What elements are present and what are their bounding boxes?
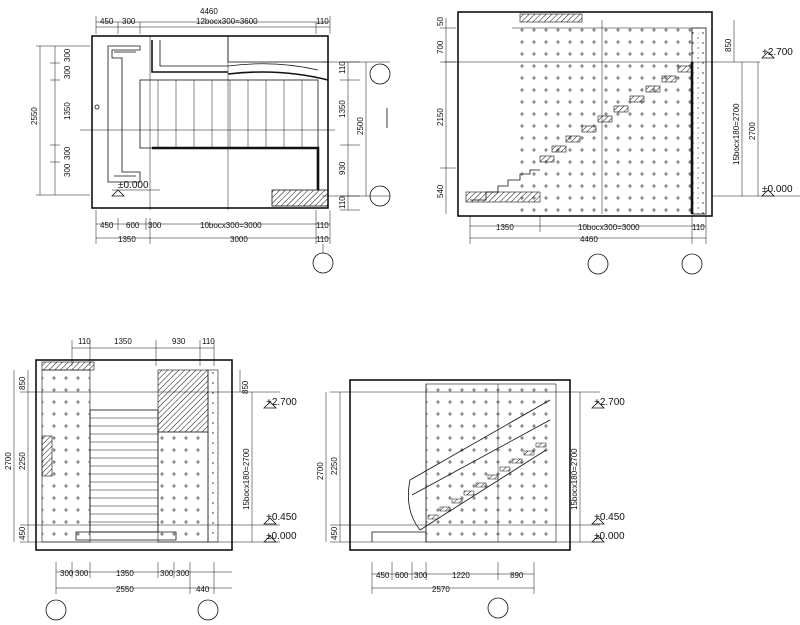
section-b-right-stair: 15bocx180=2700	[242, 448, 251, 510]
plan-left-seg-1: 300	[63, 48, 72, 62]
section-b-bottom-seg-2: 300	[75, 569, 89, 578]
section-c-level-mid: +0.450	[594, 512, 625, 523]
section-c-bottom-seg-3: 300	[414, 571, 428, 580]
section-a-level-top: +2.700	[762, 47, 793, 58]
section-b-level-top: +2.700	[266, 397, 297, 408]
plan-axis-marker-bottom	[312, 252, 334, 274]
section-b-top-seg-4: 110	[202, 337, 215, 346]
section-b-top-seg-1: 110	[78, 337, 91, 346]
section-a-right-stair: 15bocx180=2700	[732, 103, 741, 165]
plan-level: ±0.000	[118, 180, 149, 191]
plan-left-seg-3: 1350	[63, 102, 72, 120]
plan-axis-marker-right-top	[369, 63, 391, 85]
section-b-top-seg-2: 1350	[114, 337, 132, 346]
section-b: 110 1350 930 110 2700 850	[4, 337, 297, 621]
plan-bottom-seg-5: 110	[316, 221, 329, 230]
section-c-level-bottom: ±0.000	[594, 531, 625, 542]
section-a-left-seg-2: 700	[436, 40, 445, 54]
section-a-level-bottom: ±0.000	[762, 184, 793, 195]
plan-bottom2-seg-1: 1350	[118, 235, 136, 244]
section-c-bottom-seg-4: 1220	[452, 571, 470, 580]
plan-top-seg-3: 12bocx300=3600	[196, 17, 258, 26]
section-b-right-seg-1: 850	[241, 380, 250, 394]
plan-bottom-seg-3: 300	[148, 221, 162, 230]
section-a-axis-marker-right	[681, 253, 703, 275]
section-a-left-seg-1: 50	[436, 17, 445, 26]
plan-right-seg-1: 110	[338, 61, 347, 74]
section-c-bottom-seg-5: 890	[510, 571, 524, 580]
section-a-bottom-overall: 4460	[580, 235, 598, 244]
section-b-bottom-seg-3: 1350	[116, 569, 134, 578]
section-b-bottom-seg-1: 300	[60, 569, 74, 578]
plan-bottom2-seg-2: 3000	[230, 235, 248, 244]
section-a-bottom-seg-3: 110	[692, 223, 705, 232]
section-a-right-seg-1: 850	[724, 38, 733, 52]
plan-right-seg-3: 930	[338, 161, 347, 175]
section-c-bottom-seg-2: 600	[395, 571, 409, 580]
section-a-bottom-seg-2: 10bocx300=3000	[578, 223, 640, 232]
section-b-bottom2-seg-1: 2550	[116, 585, 134, 594]
section-a-axis-marker-left	[587, 253, 609, 275]
section-b-top-seg-3: 930	[172, 337, 186, 346]
section-b-left-overall: 2700	[4, 452, 13, 470]
section-c-right-stair: 15bocx180=2700	[570, 448, 579, 510]
section-a-bottom-seg-1: 1350	[496, 223, 514, 232]
section-c-level-top: +2.700	[594, 397, 625, 408]
plan-right-seg-2: 1350	[338, 100, 347, 118]
plan-view: 4460 450 300 12bocx300=3600 110 2550 300…	[30, 7, 391, 274]
plan-left-overall: 2550	[30, 107, 39, 125]
section-b-left-seg-1: 850	[18, 376, 27, 390]
section-b-bottom-seg-5: 300	[176, 569, 190, 578]
plan-bottom2-seg-3: 110	[316, 235, 329, 244]
section-a-left-seg-4: 540	[436, 184, 445, 198]
section-b-level-bottom: ±0.000	[266, 531, 297, 542]
plan-top-seg-4: 110	[316, 17, 329, 26]
section-c: 2700 2250 450 15bocx180=2700 +2.700 +0.4…	[316, 379, 625, 619]
section-c-bottom-seg-1: 450	[376, 571, 390, 580]
section-a-right-overall: 2700	[748, 122, 757, 140]
section-c-axis-marker	[487, 597, 509, 619]
section-c-left-seg-1: 2250	[330, 457, 339, 475]
section-c-left-seg-2: 450	[330, 526, 339, 540]
section-b-left-seg-2: 2250	[18, 452, 27, 470]
section-a: 50 700 2150 540 850 15bocx180=2700 2700 …	[436, 11, 800, 275]
plan-axis-marker-right-bottom	[369, 185, 391, 207]
plan-right-seg-4: 110	[338, 196, 347, 209]
plan-bottom-seg-4: 10bocx300=3000	[200, 221, 262, 230]
plan-left-seg-2: 300	[63, 65, 72, 79]
plan-top-overall: 4460	[200, 7, 218, 16]
section-b-axis-marker-right	[197, 599, 219, 621]
plan-left-seg-5: 300	[63, 163, 72, 177]
section-b-level-mid: +0.450	[266, 512, 297, 523]
plan-top-seg-2: 300	[122, 17, 136, 26]
plan-bottom-seg-1: 450	[100, 221, 114, 230]
section-c-bottom-overall: 2570	[432, 585, 450, 594]
plan-right-overall: 2500	[356, 117, 365, 135]
section-b-bottom2-seg-2: 440	[196, 585, 210, 594]
plan-bottom-seg-2: 600	[126, 221, 140, 230]
section-b-bottom-seg-4: 300	[160, 569, 174, 578]
plan-top-seg-1: 450	[100, 17, 114, 26]
section-b-left-seg-3: 450	[18, 526, 27, 540]
section-c-left-overall: 2700	[316, 462, 325, 480]
section-a-left-seg-3: 2150	[436, 108, 445, 126]
plan-left-seg-4: 300	[63, 146, 72, 160]
section-b-axis-marker-left	[45, 599, 67, 621]
